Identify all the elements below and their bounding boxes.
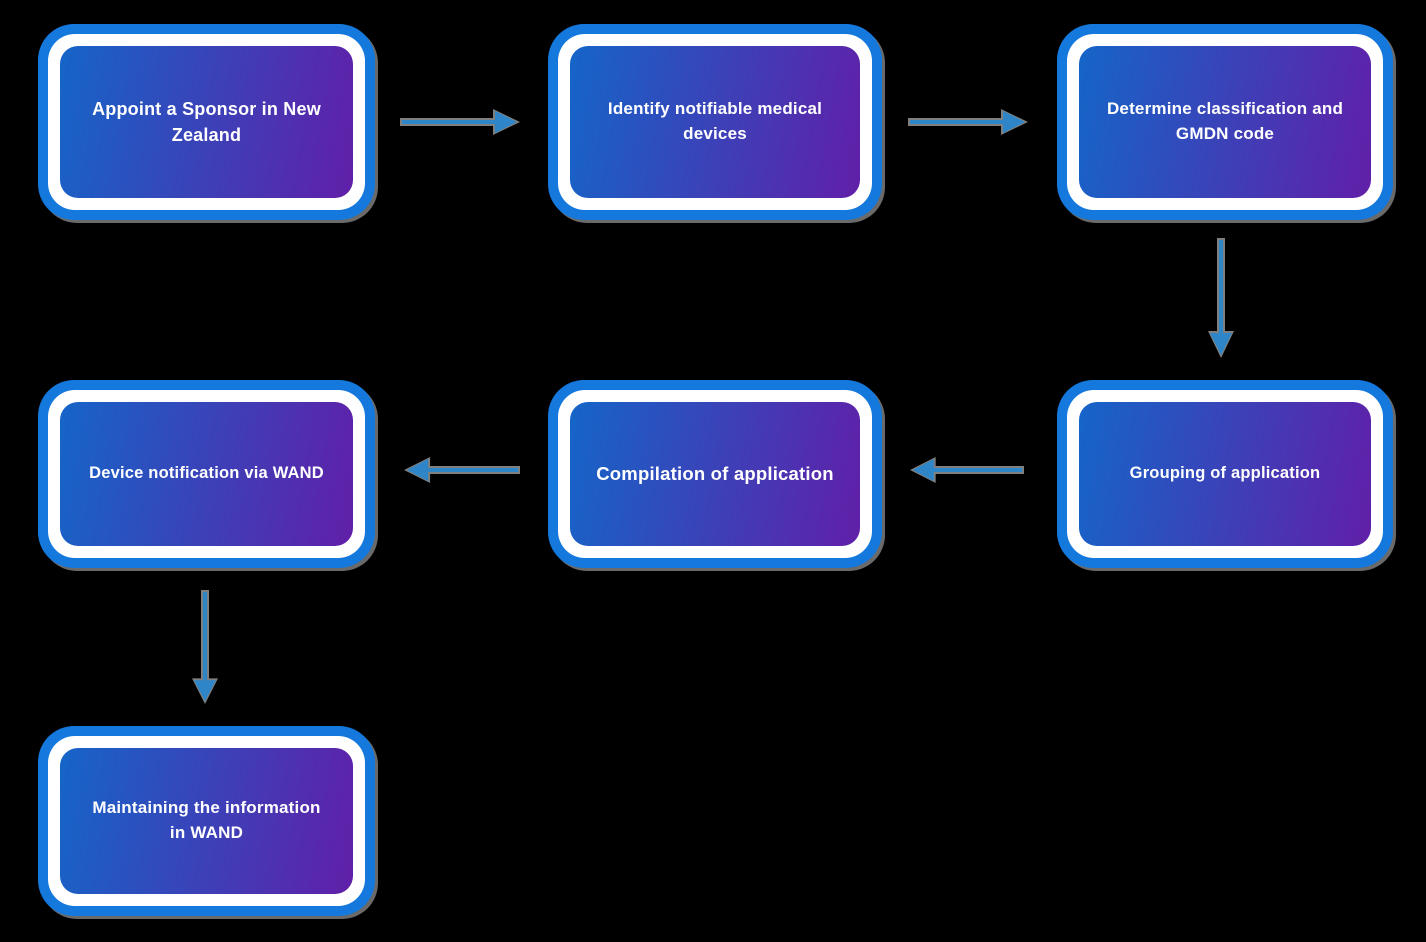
node-gradient-fill: Device notification via WAND (60, 402, 353, 546)
arrow-left-compilation-to-notification (404, 456, 520, 484)
node-label-device-notification: Device notification via WAND (89, 464, 324, 483)
node-white-ring: Determine classification and GMDN code (1067, 34, 1383, 210)
arrow-right-appoint-to-identify (400, 108, 520, 136)
flow-node-grouping-application: Grouping of application (1057, 380, 1393, 568)
node-label-maintain-wand: Maintaining the information in WAND (92, 798, 321, 842)
flow-node-device-notification: Device notification via WAND (38, 380, 375, 568)
flow-node-determine-classification: Determine classification and GMDN code (1057, 24, 1393, 220)
flow-node-maintain-wand: Maintaining the information in WAND (38, 726, 375, 916)
arrow-down-notification-to-maintain (191, 590, 219, 704)
node-gradient-fill: Determine classification and GMDN code (1079, 46, 1371, 198)
flow-node-identify-devices: Identify notifiable medical devices (548, 24, 882, 220)
node-gradient-fill: Appoint a Sponsor in New Zealand (60, 46, 353, 198)
node-gradient-fill: Identify notifiable medical devices (570, 46, 860, 198)
node-label-grouping-application: Grouping of application (1129, 464, 1321, 483)
node-white-ring: Grouping of application (1067, 390, 1383, 558)
node-label-identify-devices: Identify notifiable medical devices (607, 99, 823, 143)
node-white-ring: Appoint a Sponsor in New Zealand (48, 34, 365, 210)
node-gradient-fill: Grouping of application (1079, 402, 1371, 546)
node-white-ring: Identify notifiable medical devices (558, 34, 872, 210)
node-gradient-fill: Maintaining the information in WAND (60, 748, 353, 894)
arrow-left-grouping-to-compilation (910, 456, 1024, 484)
node-white-ring: Compilation of application (558, 390, 872, 558)
node-white-ring: Maintaining the information in WAND (48, 736, 365, 906)
arrow-down-determine-to-grouping (1207, 238, 1235, 358)
node-label-compilation-application: Compilation of application (596, 462, 834, 484)
arrow-right-identify-to-determine (908, 108, 1028, 136)
node-label-determine-classification: Determine classification and GMDN code (1106, 99, 1344, 143)
flow-node-appoint-sponsor: Appoint a Sponsor in New Zealand (38, 24, 375, 220)
node-label-appoint-sponsor: Appoint a Sponsor in New Zealand (92, 98, 321, 145)
node-white-ring: Device notification via WAND (48, 390, 365, 558)
flow-node-compilation-application: Compilation of application (548, 380, 882, 568)
node-gradient-fill: Compilation of application (570, 402, 860, 546)
